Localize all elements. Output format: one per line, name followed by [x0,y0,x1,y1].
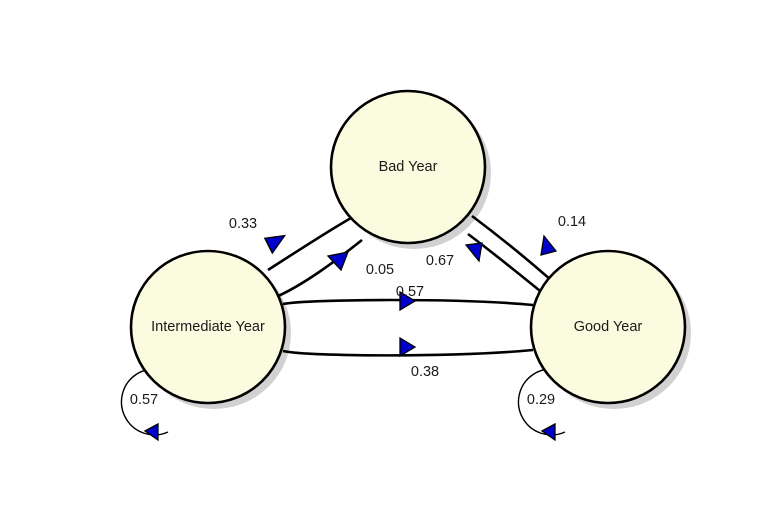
edge-path-bad-to-good [471,214,552,281]
node-label-intermediate-year: Intermediate Year [151,319,265,335]
arrowhead-good-self-loop [540,422,556,442]
node-shape-bad-year[interactable] [329,89,487,245]
node-good-year[interactable]: Good Year [529,249,687,405]
arrowhead-bad-to-intermediate [263,234,287,255]
node-label-good-year: Good Year [574,319,643,335]
edge-label-good-self-loop: 0.29 [527,392,555,408]
edge-path-intermediate-to-bad [275,238,363,299]
edge-good-to-intermediate [282,290,534,312]
edge-path-bad-to-intermediate [267,216,352,272]
edge-path-intermediate-to-good [282,348,534,357]
edge-label-good-to-bad: 0.67 [426,253,454,269]
node-intermediate-year[interactable]: Intermediate Year [129,249,287,405]
arrowhead-good-to-bad [464,242,483,263]
edge-label-bad-to-good: 0.14 [558,214,586,230]
edge-label-intermediate-self-loop: 0.57 [130,392,158,408]
edge-label-intermediate-to-good: 0.38 [411,364,439,380]
edge-bad-to-intermediate [263,216,352,272]
arrowhead-intermediate-to-bad [326,251,350,272]
node-shape-good-year[interactable] [529,249,687,405]
node-label-bad-year: Bad Year [379,159,438,175]
node-shape-intermediate-year[interactable] [129,249,287,405]
edge-intermediate-to-bad [275,238,363,299]
edge-label-bad-to-intermediate: 0.33 [229,216,257,232]
edge-labels: 0.33 0.05 0.14 0.67 0.57 0.38 0.57 0.29 [130,214,586,408]
edge-label-intermediate-to-bad: 0.05 [366,262,394,278]
arrowhead-good-to-intermediate [399,290,417,312]
edge-bad-to-good [471,214,558,281]
arrowhead-intermediate-self-loop [143,422,159,442]
arrowhead-intermediate-to-good [399,336,417,358]
edge-path-good-to-intermediate [282,298,534,307]
edge-intermediate-to-good [282,336,534,358]
edge-label-good-to-intermediate: 0.57 [396,284,424,300]
node-bad-year[interactable]: Bad Year [329,89,487,245]
arrowhead-bad-to-good [540,234,558,256]
